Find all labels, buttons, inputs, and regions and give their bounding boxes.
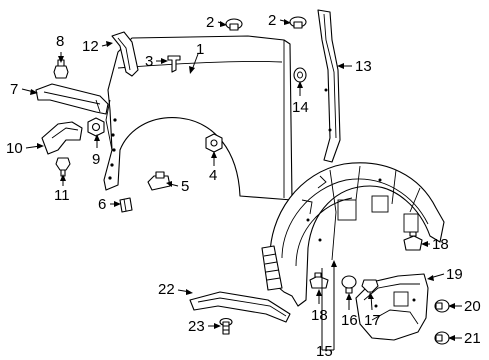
side-rail-bracket [35,83,109,115]
callout-20: 20 [464,298,481,315]
screw-23 [219,317,233,335]
grommet-14 [293,67,307,83]
lower-bracket [41,121,83,155]
callout-8: 8 [56,33,64,50]
push-pin-21 [434,331,450,345]
fender-panel [103,35,293,201]
clip-17 [361,279,379,293]
callout-2b: 2 [268,12,276,29]
clip-6 [119,197,133,213]
callout-4: 4 [209,167,217,184]
callout-9: 9 [92,151,100,168]
callout-22: 22 [158,281,175,298]
leader-lines [21,19,462,351]
nut-9 [87,117,105,137]
lower-deflector [189,291,291,323]
screw-11 [55,157,71,177]
callout-6: 6 [98,196,106,213]
callout-18a: 18 [432,236,449,253]
callout-3: 3 [145,53,153,70]
push-pin-20 [434,299,450,313]
callout-2a: 2 [206,14,214,31]
upper-bracket [111,31,139,77]
callout-labels: 1 2 2 3 4 5 6 7 8 9 10 11 12 13 14 15 16… [6,12,481,360]
fender-bracket-strip [317,9,341,163]
callout-10: 10 [6,140,23,157]
callout-12: 12 [82,38,99,55]
callout-23: 23 [188,318,205,335]
callout-5: 5 [181,178,189,195]
callout-15: 15 [316,343,333,360]
callout-14: 14 [292,99,309,116]
callout-16: 16 [341,312,358,329]
plug-2a [225,18,243,31]
plug-2b [289,16,307,29]
callout-17: 17 [364,312,381,329]
wheelhouse-liner [261,162,445,307]
callout-1: 1 [196,41,204,58]
clip-18b [309,272,329,289]
clip-16 [341,275,357,294]
callout-19: 19 [446,266,463,283]
nut-4 [205,133,223,153]
callout-13: 13 [355,58,372,75]
callout-7: 7 [10,81,18,98]
callout-21: 21 [464,330,481,347]
clip-18a [403,231,423,251]
push-pin-3 [167,55,181,73]
callout-11: 11 [54,187,70,204]
clip-5 [147,171,171,191]
callout-18b: 18 [311,307,328,324]
